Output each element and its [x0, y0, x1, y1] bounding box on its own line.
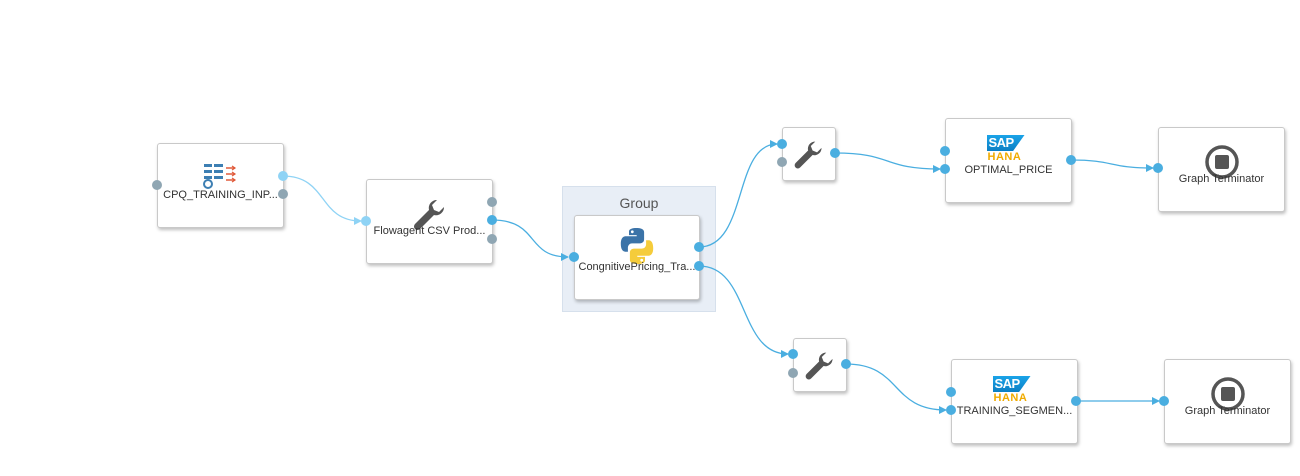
port-flowagent-out-1[interactable] [487, 197, 497, 207]
hana-logo-text: HANA [987, 151, 1022, 163]
graph-terminator-top-node[interactable]: Graph Terminator [1158, 127, 1285, 212]
port-wrench-top-in-2[interactable] [777, 157, 787, 167]
edge-hana-optimal-to-terminator-top[interactable] [1070, 159, 1154, 172]
port-flowagent-out-3[interactable] [487, 234, 497, 244]
wrench-icon [413, 199, 444, 231]
port-wrench-bottom-out[interactable] [841, 359, 851, 369]
hana-logo-text: HANA [993, 392, 1028, 404]
stop-icon [1204, 145, 1239, 179]
edge-python-to-wrench-bottom[interactable] [698, 265, 789, 358]
wrench-icon [794, 141, 822, 169]
port-cpq-in[interactable] [152, 180, 162, 190]
port-python-out-1[interactable] [694, 242, 704, 252]
edge-flowagent-to-python[interactable] [491, 219, 569, 261]
port-hana-optimal-in-1[interactable] [940, 146, 950, 156]
port-python-in[interactable] [569, 252, 579, 262]
sap-hana-logo: SAP HANA [986, 135, 1031, 167]
port-terminator-bottom-in[interactable] [1159, 396, 1169, 406]
port-hana-training-out[interactable] [1071, 396, 1081, 406]
port-flowagent-out-2[interactable] [487, 215, 497, 225]
sap-logo-text: SAP [992, 376, 1031, 392]
edge-cpq-to-flowagent[interactable] [282, 175, 362, 225]
port-cpq-out-1[interactable] [278, 171, 288, 181]
group-title: Group [619, 195, 659, 211]
port-wrench-top-out[interactable] [830, 148, 840, 158]
port-hana-training-in-2[interactable] [946, 405, 956, 415]
port-hana-training-in-1[interactable] [946, 387, 956, 397]
port-python-out-2[interactable] [694, 261, 704, 271]
port-terminator-top-in[interactable] [1153, 163, 1163, 173]
sap-logo-text: SAP [986, 135, 1025, 151]
stop-icon [1210, 377, 1245, 411]
wrench-operator-top-node[interactable] [782, 127, 836, 181]
port-wrench-bottom-in-2[interactable] [788, 368, 798, 378]
port-flowagent-in[interactable] [361, 216, 371, 226]
table-list-icon [202, 164, 236, 189]
wrench-icon [805, 352, 833, 380]
hana-optimal-price-node[interactable]: SAP HANA OPTIMAL_PRICE [945, 118, 1072, 203]
port-hana-optimal-in-2[interactable] [940, 164, 950, 174]
edge-wrench-top-to-hana-optimal[interactable] [834, 152, 941, 173]
port-wrench-bottom-in-1[interactable] [788, 349, 798, 359]
sap-hana-logo: SAP HANA [992, 376, 1037, 408]
port-cpq-out-2[interactable] [278, 189, 288, 199]
python-icon [620, 228, 654, 264]
edge-python-to-wrench-top[interactable] [698, 140, 778, 248]
port-hana-optimal-out[interactable] [1066, 155, 1076, 165]
edge-wrench-bottom-to-hana-training[interactable] [845, 363, 947, 414]
hana-training-segment-node[interactable]: SAP HANA TRAINING_SEGMEN... [951, 359, 1078, 444]
flowagent-csv-producer-node[interactable]: Flowagent CSV Prod... [366, 179, 493, 264]
port-wrench-top-in-1[interactable] [777, 139, 787, 149]
